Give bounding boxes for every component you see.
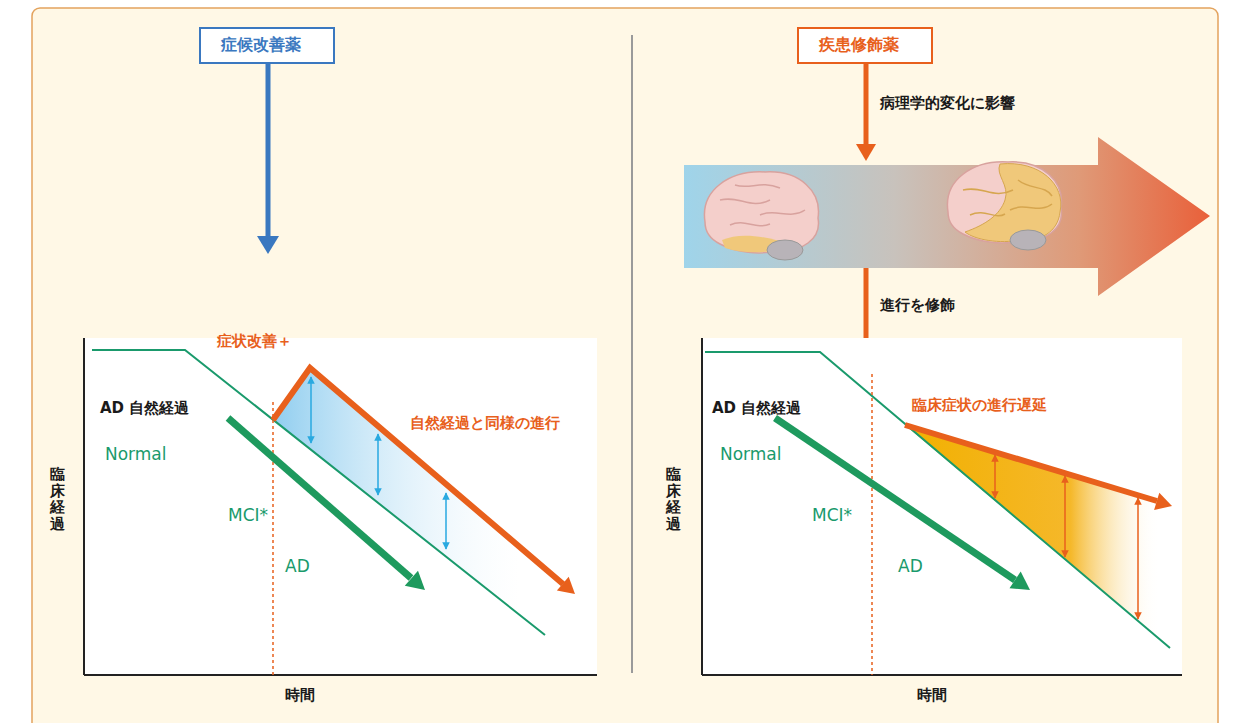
stage-label: Normal [720, 444, 782, 464]
curve-label: 症状改善＋ [217, 332, 292, 350]
axis-label: 臨床経過 [666, 466, 681, 532]
curve-label: AD 自然経過 [712, 399, 801, 417]
drug-type-box: 疾患修飾薬 [797, 27, 933, 64]
stage-label: MCI* [812, 505, 852, 525]
box-title: 疾患修飾薬 [819, 35, 899, 54]
chart-right [702, 338, 1182, 675]
curve-label: AD 自然経過 [100, 399, 189, 417]
down-arrow [266, 60, 271, 238]
stage-label: AD [898, 556, 923, 576]
arrow-head [257, 236, 279, 254]
chart-left [84, 338, 597, 675]
arrow-label: 進行を修飾 [880, 296, 955, 314]
brain-illustration [704, 172, 818, 260]
stage-label: Normal [105, 444, 167, 464]
curve-label: 自然経過と同様の進行 [410, 414, 560, 432]
stage-label: AD [285, 556, 310, 576]
drug-type-box: 症候改善薬 [199, 27, 335, 64]
stage-label: MCI* [228, 505, 268, 525]
axis-label: 臨床経過 [50, 466, 65, 532]
arrow-label: 病理学的変化に影響 [880, 94, 1015, 112]
arrow-head [856, 144, 876, 161]
background-panel [32, 8, 1218, 723]
down-arrow [864, 60, 869, 146]
axis-label: 時間 [917, 686, 947, 704]
box-title: 症候改善薬 [221, 35, 301, 54]
brain-illustration [947, 162, 1061, 250]
axis-label: 時間 [285, 686, 315, 704]
curve-label: 臨床症状の進行遅延 [912, 396, 1047, 414]
divider [631, 35, 633, 673]
progression-band [684, 137, 1210, 296]
